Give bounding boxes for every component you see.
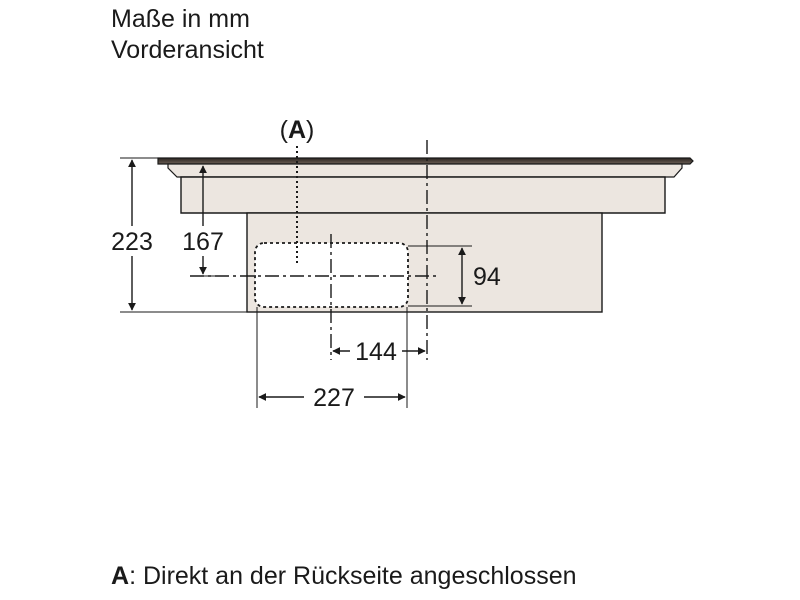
dim-223-bg [104,226,160,256]
cooktop-frame [167,163,683,178]
cooktop-housing [180,176,666,214]
diagram-title: Maße in mm Vorderansicht [111,4,264,66]
dim-167-bg [176,226,230,256]
dim-227-bg [304,382,364,410]
view-label: Vorderansicht [111,36,264,64]
dim-223-label: 223 [111,228,153,256]
dim-94-label: 94 [473,263,501,291]
cooktop-glass [157,157,694,165]
legend-note: A: Direkt an der Rückseite angeschlossen [111,560,577,592]
callout-label: (A) [280,116,315,144]
dim-144-label: 144 [355,338,397,366]
dim-144-bg [350,337,402,365]
legend-key: A [111,562,130,590]
legend-text: : Direkt an der Rückseite angeschlossen [129,562,577,590]
dim-227-label: 227 [313,384,355,412]
dim-167-label: 167 [182,228,224,256]
units-label: Maße in mm [111,5,250,33]
